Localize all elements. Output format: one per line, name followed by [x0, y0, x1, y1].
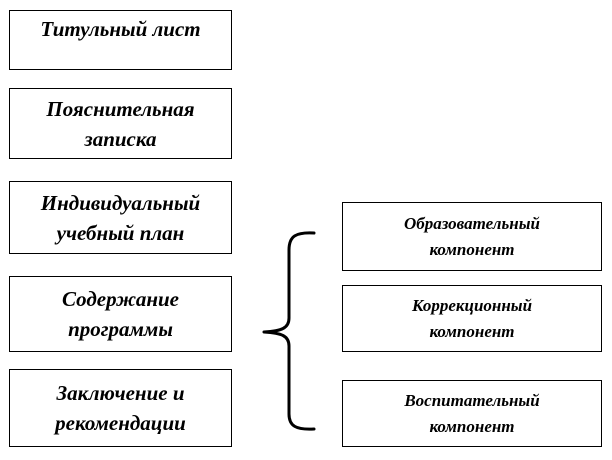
block-program-content: Содержание программы — [9, 276, 232, 352]
block-individual-plan: Индивидуальный учебный план — [9, 181, 232, 254]
block-correctional-component-label: Коррекционный компонент — [411, 295, 533, 341]
block-conclusion-label: Заключение и рекомендации — [55, 381, 186, 435]
curly-brace-path — [262, 231, 316, 431]
block-upbringing-component-label: Воспитательный компонент — [404, 390, 540, 436]
block-educational-component-label: Образовательный компонент — [404, 213, 540, 259]
block-explanatory-note-label: Пояснительная записка — [46, 96, 195, 151]
block-explanatory-note: Пояснительная записка — [9, 88, 232, 159]
block-title-page-label: Титульный лист — [40, 17, 201, 41]
block-educational-component: Образовательный компонент — [342, 202, 602, 271]
block-title-page: Титульный лист — [9, 10, 232, 70]
block-individual-plan-label: Индивидуальный учебный план — [40, 190, 201, 245]
block-program-content-label: Содержание программы — [62, 287, 179, 341]
block-conclusion: Заключение и рекомендации — [9, 369, 232, 447]
block-correctional-component: Коррекционный компонент — [342, 285, 602, 352]
block-upbringing-component: Воспитательный компонент — [342, 380, 602, 447]
